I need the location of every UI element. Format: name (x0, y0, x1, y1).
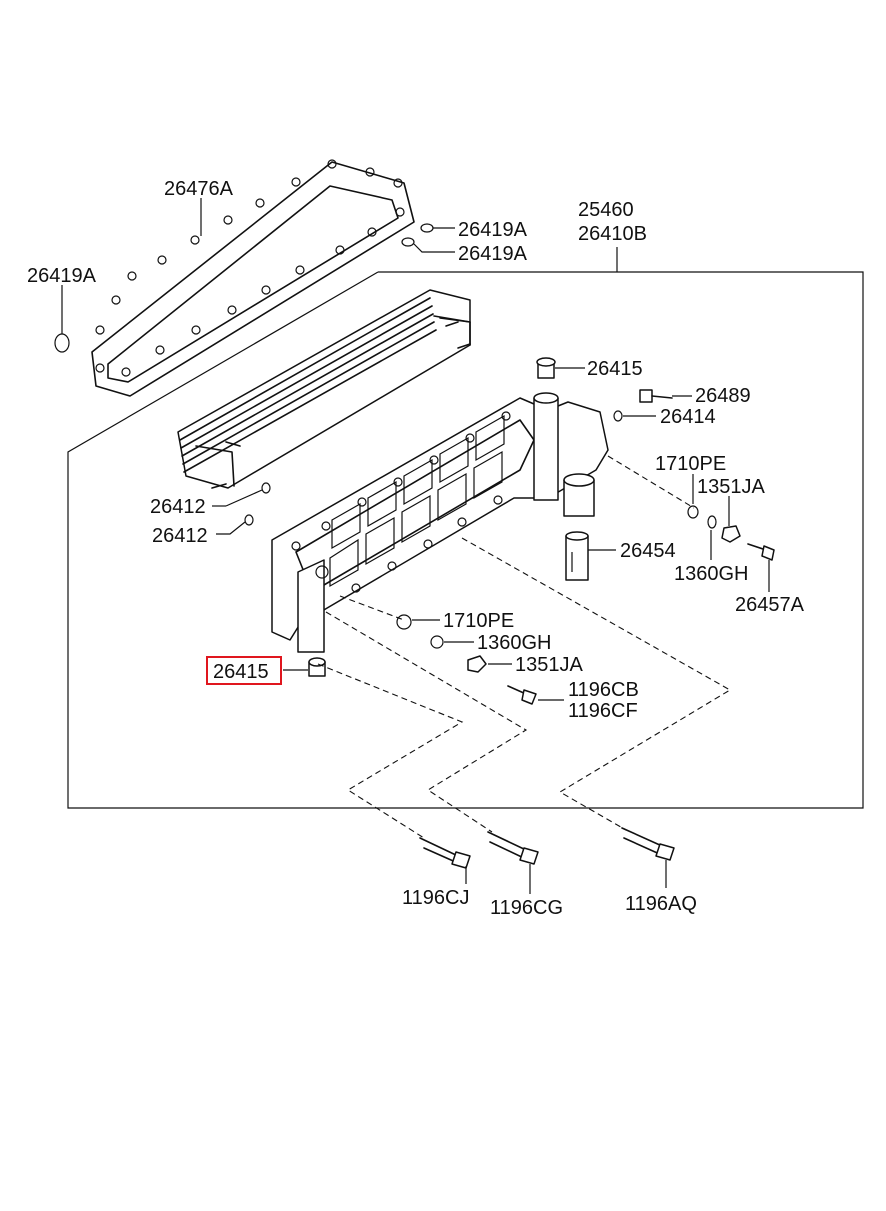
bolt-1196cj-part (419, 837, 471, 869)
oring-26412-a (261, 482, 271, 494)
nut-1351ja-right (721, 525, 741, 543)
label-bolt-1196aq[interactable]: 1196AQ (625, 893, 697, 915)
label-nut-1351ja-right[interactable]: 1351JA (697, 476, 765, 498)
label-bolt-26489[interactable]: 26489 (695, 385, 751, 407)
gasket-part (91, 159, 415, 397)
label-oring-26414[interactable]: 26414 (660, 406, 716, 428)
label-plug-highlight[interactable]: 26415 (213, 661, 269, 683)
label-assy-2[interactable]: 26410B (578, 223, 647, 245)
label-oring-26412-b[interactable]: 26412 (152, 525, 208, 547)
valve-26454-part (565, 531, 589, 581)
label-gasket[interactable]: 26476A (164, 178, 234, 200)
label-assy-1[interactable]: 25460 (578, 199, 634, 221)
plug-highlight-part (308, 657, 326, 677)
label-washer-1360gh-mid[interactable]: 1360GH (477, 632, 552, 654)
oring-top-2 (401, 237, 415, 247)
cooler-element (177, 289, 471, 489)
cooler-housing (271, 392, 609, 653)
bolt-1196cg-part (487, 831, 539, 865)
label-bolt-1196cj[interactable]: 1196CJ (402, 887, 469, 909)
oring-26412-b (244, 514, 254, 526)
nut-1351ja-mid (467, 655, 487, 673)
oring-left (54, 333, 70, 353)
label-nut-1351ja-mid[interactable]: 1351JA (515, 654, 583, 676)
bolt-1196aq-part (621, 827, 675, 861)
label-bolt-1196cb[interactable]: 1196CB (568, 679, 639, 701)
label-bolt-26457a[interactable]: 26457A (735, 594, 805, 616)
washer-1360gh-mid (430, 635, 444, 649)
leader-lines (61, 198, 770, 894)
label-washer-1710pe-mid[interactable]: 1710PE (443, 610, 514, 632)
assembly-frame (67, 271, 864, 809)
label-washer-1360gh-right[interactable]: 1360GH (674, 563, 749, 585)
assembly-dashed-lines (317, 455, 732, 839)
label-oring-left[interactable]: 26419A (27, 265, 97, 287)
washer-1710pe-mid (396, 614, 412, 630)
washer-1710pe-right (687, 505, 699, 519)
plug-top-part (536, 357, 556, 379)
bolt-26457a-part (747, 543, 775, 561)
bolt-1196cb-part (507, 685, 537, 705)
washer-1360gh-right (707, 515, 717, 529)
label-bolt-1196cf[interactable]: 1196CF (568, 700, 638, 722)
oring-26414 (613, 410, 623, 422)
label-oring-top-2[interactable]: 26419A (458, 243, 528, 265)
bolt-26489-part (639, 389, 673, 403)
oring-top-1 (420, 223, 434, 233)
label-oring-26412-a[interactable]: 26412 (150, 496, 206, 518)
label-valve-26454[interactable]: 26454 (620, 540, 676, 562)
highlight-box (206, 656, 282, 685)
label-washer-1710pe-right[interactable]: 1710PE (655, 453, 726, 475)
label-plug-top[interactable]: 26415 (587, 358, 643, 380)
label-oring-top-1[interactable]: 26419A (458, 219, 528, 241)
label-bolt-1196cg[interactable]: 1196CG (490, 897, 563, 919)
